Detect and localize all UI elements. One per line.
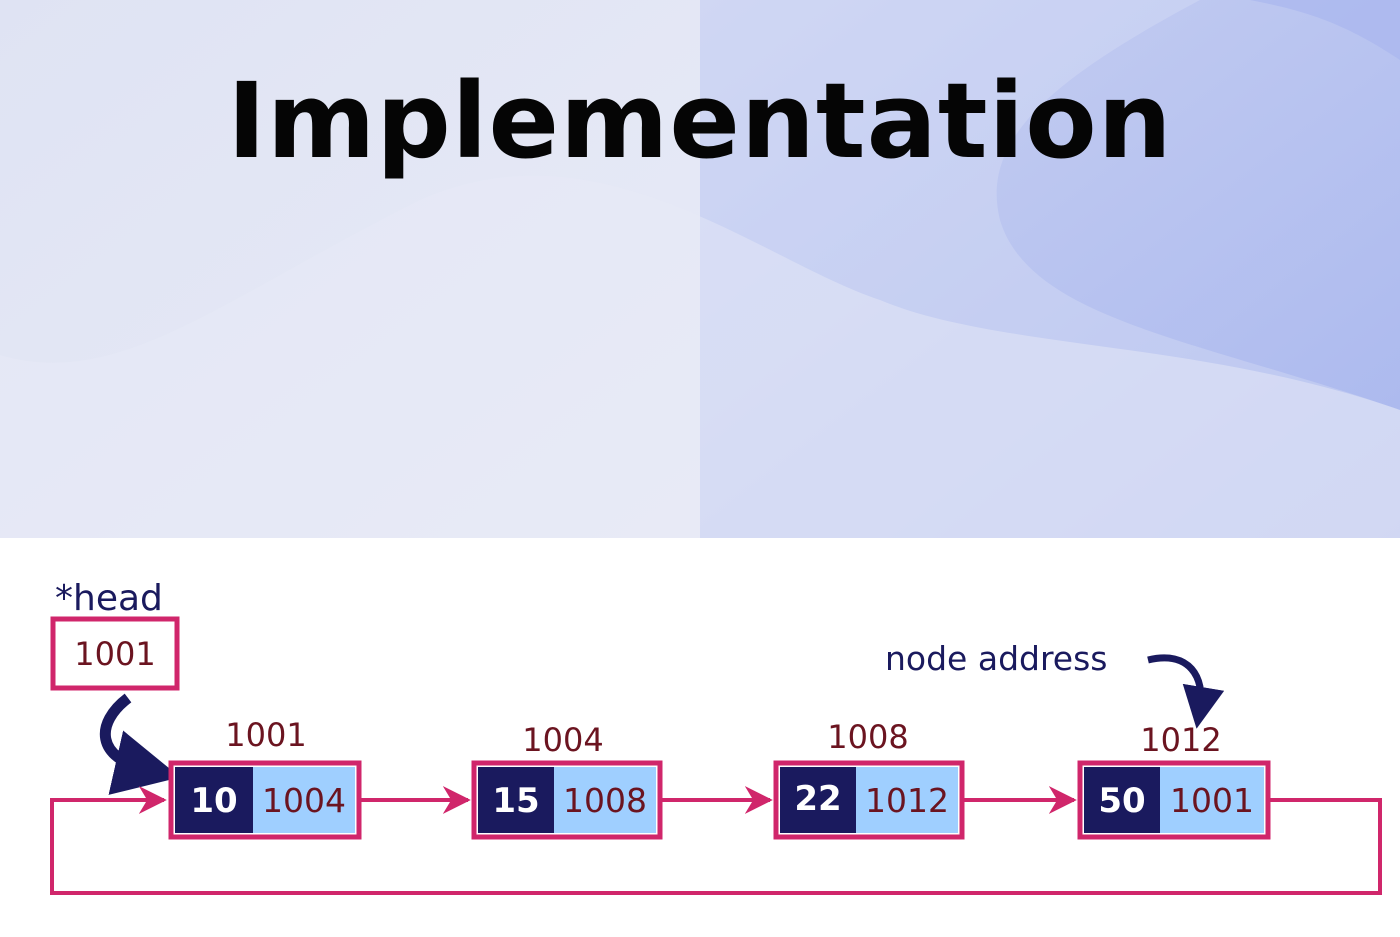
node-pointer-cell — [554, 767, 656, 833]
node-address-arrow — [1147, 654, 1225, 729]
node-data: 10 — [190, 781, 237, 821]
node-pointer-cell — [1160, 767, 1264, 833]
page-title: Implementation — [227, 60, 1173, 182]
node-address: 1001 — [225, 716, 306, 754]
node-data-cell — [175, 767, 253, 833]
node-next: 1001 — [1170, 781, 1254, 820]
circular-linked-list-diagram: *head 1001 node address 1001 10 1004 100… — [0, 538, 1400, 933]
node-4: 1012 50 1001 — [1077, 721, 1271, 840]
node-3: 1008 22 1012 — [773, 718, 965, 840]
node-address-label: node address — [885, 639, 1108, 678]
title-banner: Implementation — [0, 0, 1400, 538]
head-label: *head — [55, 578, 163, 619]
node-address: 1004 — [522, 721, 603, 759]
node-pointer-cell — [856, 767, 958, 833]
node-2: 1004 15 1008 — [471, 721, 663, 840]
node-pointer-cell — [253, 767, 355, 833]
node-data: 50 — [1098, 781, 1145, 821]
node-next: 1008 — [563, 781, 647, 820]
node-address: 1008 — [827, 718, 908, 756]
node-data-cell — [780, 767, 856, 833]
node-next: 1004 — [262, 781, 346, 820]
diagram-canvas: *head 1001 node address 1001 10 1004 100… — [50, 578, 1382, 895]
node-data-cell — [1084, 767, 1160, 833]
node-next: 1012 — [865, 781, 949, 820]
head-box — [50, 616, 180, 691]
head-arrow — [99, 693, 181, 795]
node-address: 1012 — [1140, 721, 1221, 759]
node-data-cell — [478, 767, 554, 833]
return-arrow-4-1 — [50, 786, 1382, 895]
node-data: 22 — [794, 779, 841, 819]
banner-background — [0, 0, 1400, 538]
head-value: 1001 — [74, 635, 155, 673]
node-data: 15 — [492, 781, 539, 821]
node-1: 1001 10 1004 — [168, 716, 362, 840]
